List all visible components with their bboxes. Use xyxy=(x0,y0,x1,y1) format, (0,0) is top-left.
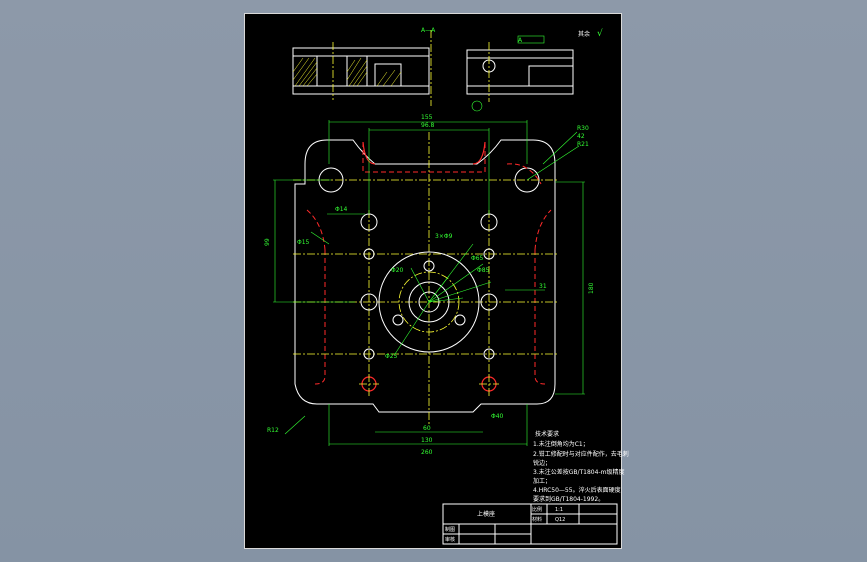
dim-260: 260 xyxy=(421,449,433,456)
tech-title: 技术要求 xyxy=(535,430,559,438)
dim-60: 60 xyxy=(423,425,431,432)
dim-r12: R12 xyxy=(267,427,279,434)
dim-phi65: Φ65 xyxy=(471,255,484,262)
dim-phi20: Φ20 xyxy=(391,267,404,274)
tech-item: 1.未注倒角均为C1； xyxy=(533,440,589,448)
plate-outline xyxy=(294,139,556,413)
section-view: A—A xyxy=(292,27,436,106)
part-name: 上模座 xyxy=(477,510,495,518)
dim-99: 99 xyxy=(264,238,271,246)
roughness-symbol: √ xyxy=(597,28,603,39)
dim-155: 155 xyxy=(421,114,433,121)
scale-label: 比例 xyxy=(532,506,542,513)
dim-phi25: Φ25 xyxy=(385,353,398,360)
dim-130: 130 xyxy=(421,437,433,444)
section-label: A—A xyxy=(421,27,436,34)
tech-item: 加工； xyxy=(533,477,551,485)
dim-phi85: Φ85 xyxy=(477,267,490,274)
dim-phi15: Φ15 xyxy=(297,239,310,246)
material-value: Q12 xyxy=(555,517,565,523)
plan-view xyxy=(273,120,585,446)
tech-item: 2.钳工修配时与对应件配作，去毛刺 xyxy=(533,450,629,458)
dim-31: 31 xyxy=(539,283,547,290)
drawn-by-label: 制图 xyxy=(445,526,455,533)
dim-96-8: 96.8 xyxy=(421,122,435,129)
central-cavity xyxy=(378,251,480,353)
tech-item: 锐边； xyxy=(533,459,551,467)
dim-r21: R21 xyxy=(577,141,589,148)
side-view-label: A xyxy=(518,37,523,44)
dim-r30: R30 xyxy=(577,125,589,132)
material-label: 材料 xyxy=(532,516,542,523)
tech-requirements: 技术要求 1.未注倒角均为C1； 2.钳工修配时与对应件配作，去毛刺 锐边； 3… xyxy=(533,430,629,503)
roughness-note: 其余 xyxy=(578,30,590,38)
dim-180: 180 xyxy=(588,282,595,294)
scale-value: 1:1 xyxy=(555,507,563,513)
cad-drawing: A—A A 其余 √ xyxy=(264,27,629,545)
drawing-sheet: A—A A 其余 √ xyxy=(244,13,629,549)
dim-phi14: Φ14 xyxy=(335,206,348,213)
side-view: A xyxy=(466,35,574,112)
dim-3xphi9: 3×Φ9 xyxy=(435,233,453,240)
tech-item: 4.HRC50—55。淬火后表面硬度 xyxy=(533,486,621,494)
tech-item: 3.未注公差按GB/T1804-m级精度 xyxy=(533,468,624,476)
title-block: 上模座 比例 1:1 材料 Q12 制图 审核 xyxy=(442,503,618,545)
tech-item: 要求到GB/T1804-1992。 xyxy=(533,495,604,503)
checked-by-label: 审核 xyxy=(445,536,455,543)
dim-phi40: Φ40 xyxy=(491,413,504,420)
dim-42: 42 xyxy=(577,133,585,140)
